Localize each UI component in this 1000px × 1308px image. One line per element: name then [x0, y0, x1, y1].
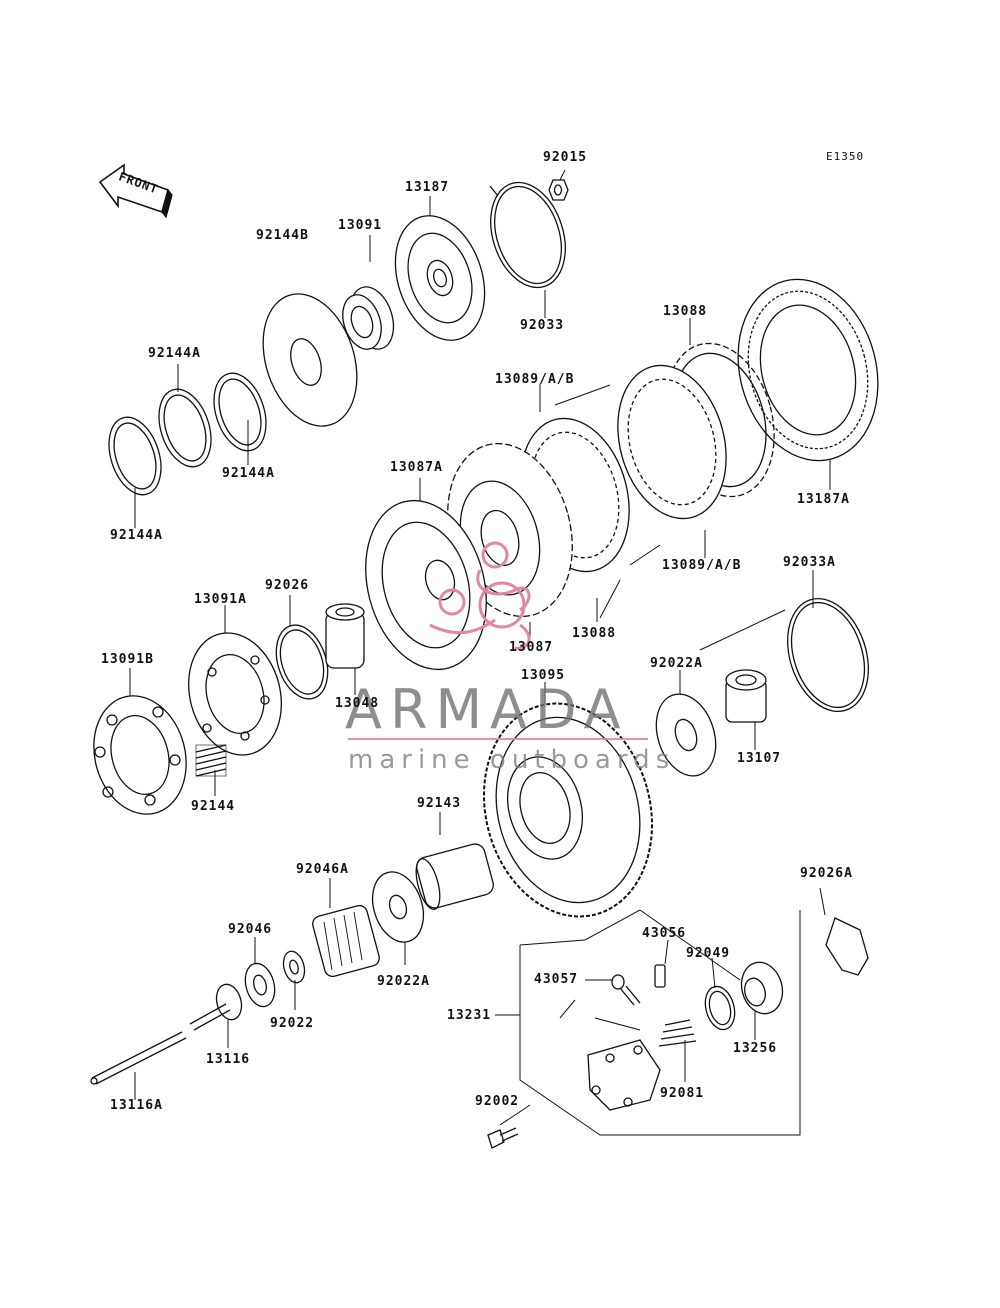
label-92026A: 92026A — [800, 866, 853, 881]
label-13087A: 13087A — [390, 460, 443, 475]
label-92144A-2: 92144A — [222, 466, 275, 481]
label-92143: 92143 — [417, 796, 462, 811]
label-92022: 92022 — [270, 1016, 315, 1031]
label-92144A-3: 92144A — [110, 528, 163, 543]
label-13091B: 13091B — [101, 652, 154, 667]
part-13116-push-rod — [189, 983, 243, 1031]
part-13116A-rod — [90, 1031, 187, 1085]
label-43056: 43056 — [642, 926, 687, 941]
part-13231-slave-cylinder — [587, 1039, 661, 1111]
part-13091-bearing — [342, 286, 395, 350]
label-92081: 92081 — [660, 1086, 705, 1101]
part-92022A-washer-1 — [655, 693, 717, 777]
label-13087: 13087 — [509, 640, 554, 655]
label-13091A: 13091A — [194, 592, 247, 607]
part-92026A-gasket — [825, 917, 869, 976]
label-13089AB-bottom: 13089/A/B — [662, 558, 742, 573]
label-92022A-1: 92022A — [650, 656, 703, 671]
part-92143-collar — [415, 843, 494, 910]
watermark-logo-icon — [420, 530, 570, 660]
part-92022-washer — [282, 950, 306, 984]
part-13107-sleeve — [725, 669, 767, 723]
part-92046-thrust-bearing — [244, 962, 276, 1008]
leader-lines — [129, 169, 831, 1136]
part-92144A-washer-1 — [213, 372, 267, 452]
front-direction-arrow — [98, 163, 173, 219]
part-92015-nut — [548, 179, 569, 201]
label-13088-top: 13088 — [663, 304, 708, 319]
watermark-brand: ARMADA — [345, 678, 629, 741]
part-13087A-plate — [365, 499, 487, 671]
part-13091B-cam-plate — [93, 695, 187, 815]
part-92144A-washer-2 — [158, 388, 212, 468]
watermark-tagline: marine outboards — [348, 745, 676, 775]
label-92144A-1: 92144A — [148, 346, 201, 361]
part-92033A-circlip — [787, 597, 869, 713]
label-92144B: 92144B — [256, 228, 309, 243]
part-43057-fitting — [611, 974, 641, 1006]
watermark-divider — [348, 738, 648, 740]
label-13231: 13231 — [447, 1008, 492, 1023]
part-92046A-needle-bearing — [312, 904, 380, 978]
label-92026: 92026 — [265, 578, 310, 593]
label-13088-bottom: 13088 — [572, 626, 617, 641]
label-13256: 13256 — [733, 1041, 778, 1056]
part-13089-plate-top — [617, 364, 727, 520]
part-13187-pressure-plate — [394, 215, 486, 341]
part-92144B-plate — [262, 293, 358, 427]
diagram-code: E1350 — [826, 150, 865, 163]
label-92046A: 92046A — [296, 862, 349, 877]
label-13089AB-top: 13089/A/B — [495, 372, 575, 387]
label-92002: 92002 — [475, 1094, 520, 1109]
part-13095-clutch-housing — [483, 702, 653, 918]
label-43057: 43057 — [534, 972, 579, 987]
part-92049-ring — [704, 985, 736, 1031]
part-13187A-friction-plate — [737, 278, 879, 462]
part-13048-collar — [325, 603, 365, 669]
label-13107: 13107 — [737, 751, 782, 766]
label-13091: 13091 — [338, 218, 383, 233]
part-13256-piston — [740, 961, 784, 1015]
label-92033A: 92033A — [783, 555, 836, 570]
label-92022A-2: 92022A — [377, 974, 430, 989]
label-13187A: 13187A — [797, 492, 850, 507]
label-13187: 13187 — [405, 180, 450, 195]
label-13048: 13048 — [335, 696, 380, 711]
part-92033-circlip — [489, 181, 566, 289]
part-92144A-washer-3 — [108, 416, 162, 496]
label-92033: 92033 — [520, 318, 565, 333]
label-13095: 13095 — [521, 668, 566, 683]
label-92046: 92046 — [228, 922, 273, 937]
part-92144-spring — [195, 744, 227, 777]
label-92015: 92015 — [543, 150, 588, 165]
part-43056-bleeder — [654, 964, 666, 988]
part-92026-ring — [275, 624, 329, 700]
label-13116: 13116 — [206, 1052, 251, 1067]
label-92049: 92049 — [686, 946, 731, 961]
part-92081-spring — [658, 1019, 697, 1047]
part-13091A-cam-plate — [188, 632, 282, 756]
part-92022A-washer-2 — [371, 871, 425, 943]
part-92002-bolt — [487, 1127, 519, 1149]
label-13116A: 13116A — [110, 1098, 163, 1113]
label-92144: 92144 — [191, 799, 236, 814]
